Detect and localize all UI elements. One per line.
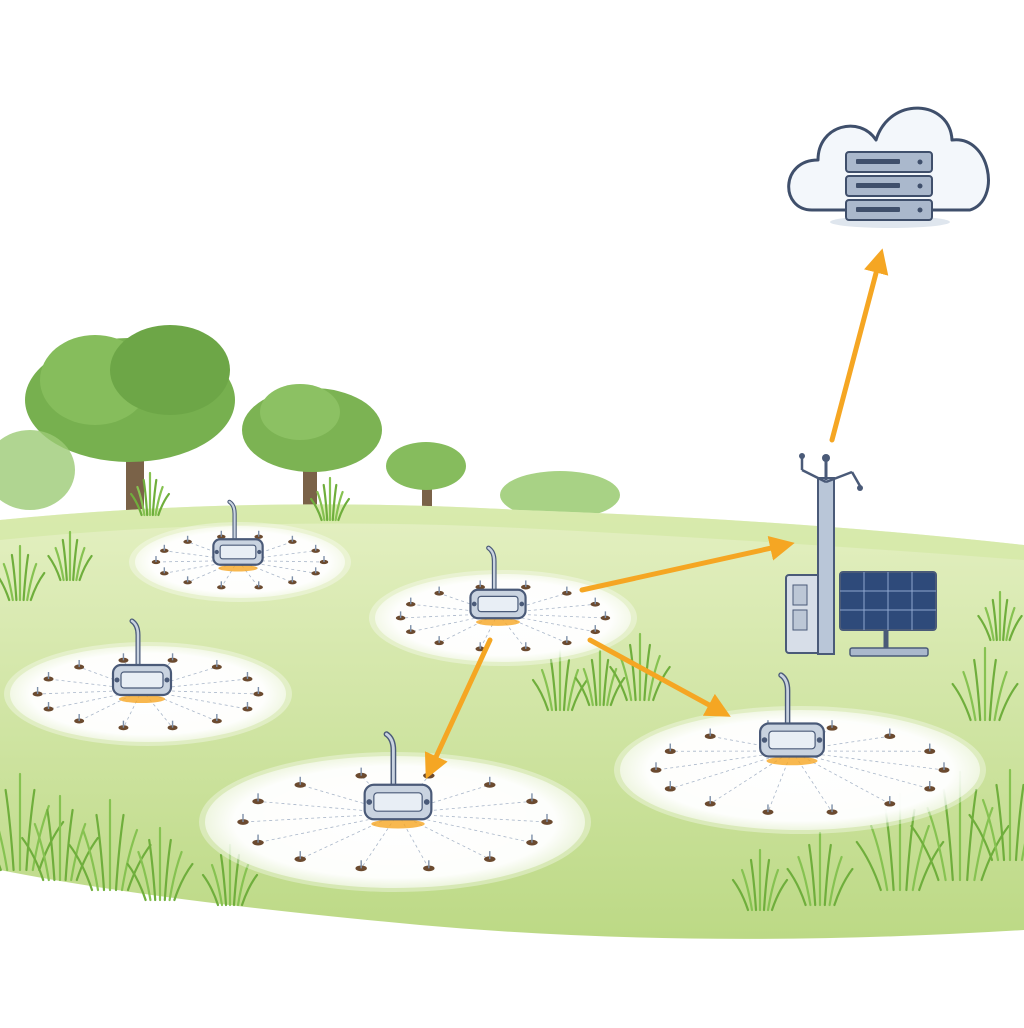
server-rack-icon — [846, 152, 932, 220]
cloud-icon — [789, 108, 989, 228]
background-trees — [0, 325, 620, 520]
tree-icon — [386, 442, 466, 512]
data-flow-arrow — [832, 258, 880, 440]
tree-icon — [242, 384, 382, 515]
